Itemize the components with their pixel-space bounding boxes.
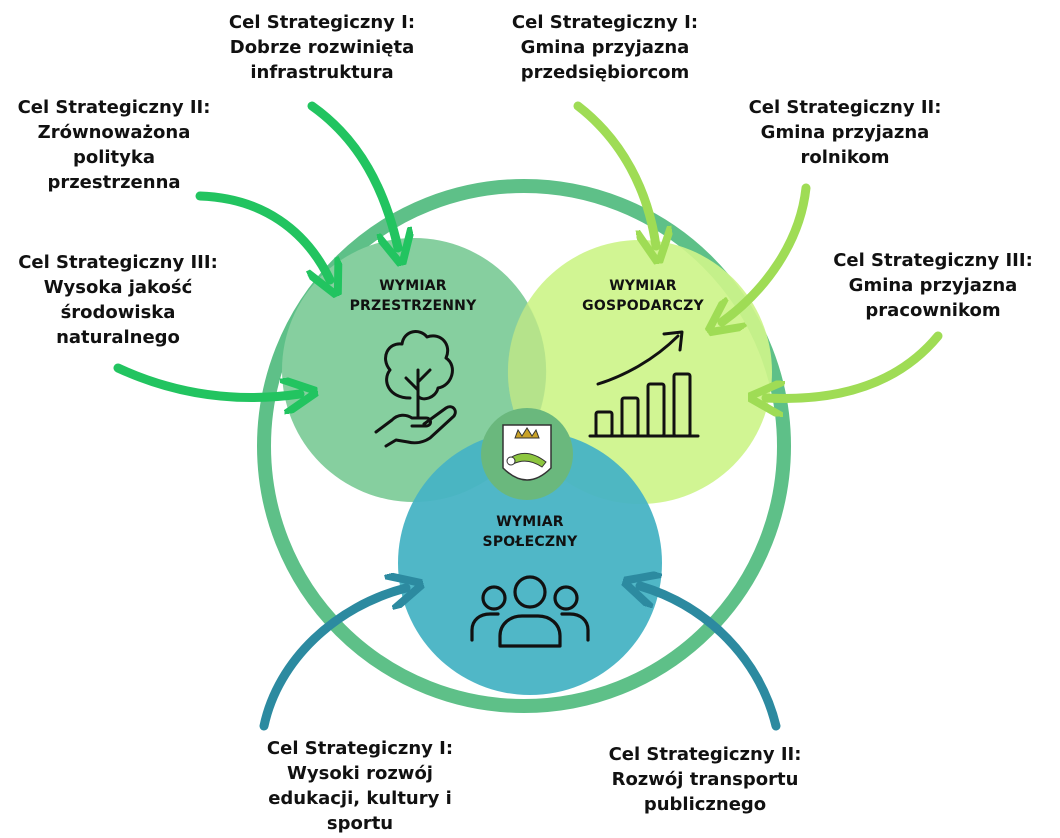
goal-social-1-line-2: Wysoki rozwój xyxy=(287,763,433,784)
arrow-economic-goal-3 xyxy=(766,331,943,398)
goal-economic-1-line-3: przedsiębiorcom xyxy=(520,62,690,83)
people-group-icon xyxy=(470,575,590,648)
goal-economic-2-line-3: rolnikom xyxy=(800,147,890,168)
goal-spatial-2-line-2: Zrównoważona xyxy=(37,122,191,143)
economic-dimension-title-line-2: GOSPODARCZY xyxy=(582,298,704,314)
goal-label-spatial-3: Cel Strategiczny III: Wysoka jakość środ… xyxy=(0,250,236,350)
spatial-dimension-title-line-1: WYMIAR xyxy=(379,278,447,294)
goal-social-2-line-2: Rozwój transportu xyxy=(611,769,799,790)
goal-spatial-3-line-2: Wysoka jakość xyxy=(43,277,193,298)
goal-spatial-2-line-1: Cel Strategiczny II: xyxy=(17,97,211,118)
social-dimension-title-line-1: WYMIAR xyxy=(496,514,564,530)
economic-dimension-title-line-1: WYMIAR xyxy=(609,278,677,294)
goal-spatial-3-line-3: środowiska xyxy=(60,302,176,323)
municipal-coat-of-arms-icon xyxy=(481,408,573,500)
goal-label-social-2: Cel Strategiczny II: Rozwój transportu p… xyxy=(580,742,830,817)
spatial-dimension-title: WYMIAR PRZESTRZENNY xyxy=(338,276,488,316)
outer-ring xyxy=(257,179,791,713)
goal-economic-2-line-1: Cel Strategiczny II: xyxy=(748,97,942,118)
goal-spatial-1-line-1: Cel Strategiczny I: xyxy=(228,12,416,33)
economic-dimension-title: WYMIAR GOSPODARCZY xyxy=(568,276,718,316)
goal-economic-3-line-2: Gmina przyjazna xyxy=(848,275,1018,296)
goal-label-social-1: Cel Strategiczny I: Wysoki rozwój edukac… xyxy=(225,736,495,836)
arrow-spatial-goal-2 xyxy=(195,191,330,280)
arrow-social-goal-2 xyxy=(640,586,781,731)
goal-label-spatial-1: Cel Strategiczny I: Dobrze rozwinięta in… xyxy=(197,10,447,85)
goal-spatial-3-line-1: Cel Strategiczny III: xyxy=(18,252,218,273)
goal-label-economic-1: Cel Strategiczny I: Gmina przyjazna prze… xyxy=(480,10,730,85)
goal-economic-3-line-3: pracownikom xyxy=(865,300,1001,321)
arrow-spatial-goal-1 xyxy=(307,101,398,248)
goal-economic-1-line-2: Gmina przyjazna xyxy=(520,37,690,58)
spatial-dimension-title-line-2: PRZESTRZENNY xyxy=(349,298,477,314)
tree-in-hand-icon xyxy=(374,330,457,448)
growth-chart-icon xyxy=(588,330,700,438)
arrow-economic-goal-1 xyxy=(573,101,656,246)
goal-social-2-line-3: publicznego xyxy=(643,794,767,815)
arrow-social-goal-1 xyxy=(259,588,406,731)
social-dimension-title-line-2: SPOŁECZNY xyxy=(482,534,578,550)
goal-spatial-1-line-3: infrastruktura xyxy=(250,62,394,83)
goal-economic-1-line-1: Cel Strategiczny I: xyxy=(511,12,699,33)
social-dimension-title: WYMIAR SPOŁECZNY xyxy=(455,512,605,552)
goal-economic-3-line-1: Cel Strategiczny III: xyxy=(833,250,1033,271)
goal-label-spatial-2: Cel Strategiczny II: Zrównoważona polity… xyxy=(0,95,228,195)
social-dimension-circle xyxy=(398,431,662,695)
arrow-economic-goal-2 xyxy=(722,183,811,322)
goal-social-2-line-1: Cel Strategiczny II: xyxy=(608,744,802,765)
goal-social-1-line-3: edukacji, kultury i xyxy=(268,788,452,809)
goal-social-1-line-4: sportu xyxy=(326,813,394,834)
goal-spatial-3-line-4: naturalnego xyxy=(56,327,180,348)
goal-spatial-2-line-4: przestrzenna xyxy=(47,172,181,193)
arrow-spatial-goal-3 xyxy=(113,363,300,398)
goal-label-economic-3: Cel Strategiczny III: Gmina przyjazna pr… xyxy=(806,248,1060,323)
overlap-spatial-economic xyxy=(507,303,547,440)
goal-spatial-1-line-2: Dobrze rozwinięta xyxy=(229,37,415,58)
goal-spatial-2-line-3: polityka xyxy=(72,147,156,168)
spatial-dimension-circle xyxy=(282,238,546,502)
goal-label-economic-2: Cel Strategiczny II: Gmina przyjazna rol… xyxy=(720,95,970,170)
goal-economic-2-line-2: Gmina przyjazna xyxy=(760,122,930,143)
goal-social-1-line-1: Cel Strategiczny I: xyxy=(266,738,454,759)
